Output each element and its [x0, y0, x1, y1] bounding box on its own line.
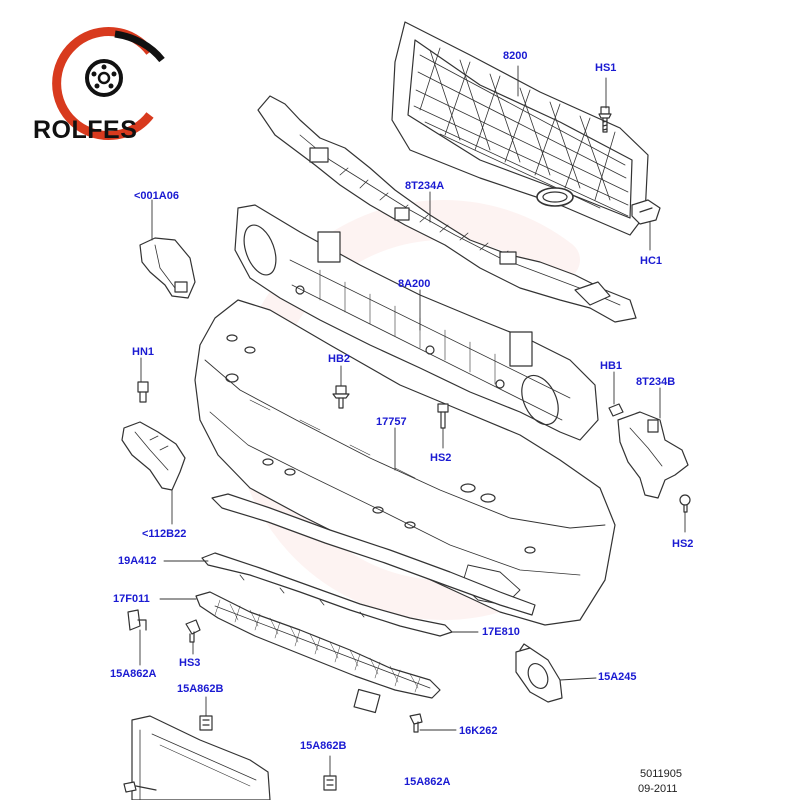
clip-15a862a-left-part[interactable] [127, 609, 147, 631]
label-8t234a[interactable]: 8T234A [405, 180, 445, 192]
lower-grille-17f011-part[interactable] [195, 591, 441, 714]
hs2-right-screw[interactable] [679, 494, 691, 513]
diagram-date: 09-2011 [638, 783, 678, 795]
label-17e810[interactable]: 17E810 [482, 626, 520, 638]
label-15a245[interactable]: 15A245 [598, 671, 637, 683]
label-hs2-center[interactable]: HS2 [430, 452, 452, 464]
label-15a862b-lower[interactable]: 15A862B [300, 740, 347, 752]
license-plate-bracket-part[interactable] [131, 715, 271, 800]
label-17757[interactable]: 17757 [376, 416, 407, 428]
label-17f011[interactable]: 17F011 [113, 593, 150, 605]
label-hs1[interactable]: HS1 [595, 62, 617, 74]
hs3-screw[interactable] [185, 619, 201, 643]
label-16k262[interactable]: 16K262 [459, 725, 498, 737]
label-8t234b[interactable]: 8T234B [636, 376, 676, 388]
label-hn1[interactable]: HN1 [132, 346, 155, 358]
clip-16k262-part[interactable] [409, 713, 423, 733]
label-8200[interactable]: 8200 [503, 50, 528, 62]
hs1-screw[interactable] [598, 106, 612, 133]
front-grille-part[interactable] [391, 21, 649, 236]
clip-15a862b-lower-part[interactable] [323, 775, 337, 791]
label-15a862b-upper[interactable]: 15A862B [177, 683, 224, 695]
left-bracket-112b22-part[interactable] [121, 421, 186, 491]
label-hc1[interactable]: HC1 [640, 255, 663, 267]
bumper-beam-8a200-part[interactable] [234, 204, 599, 441]
label-hs2-right[interactable]: HS2 [672, 538, 694, 550]
hn1-nut[interactable] [137, 381, 149, 403]
bumper-cover-17757-part[interactable] [194, 299, 616, 626]
label-hb1[interactable]: HB1 [600, 360, 623, 372]
label-hb2[interactable]: HB2 [328, 353, 351, 365]
diagram-code: 5011905 [640, 768, 683, 780]
label-001a06[interactable]: <001A06 [134, 190, 179, 202]
clip-15a862b-upper-part[interactable] [199, 715, 213, 731]
label-8a200[interactable]: 8A200 [398, 278, 431, 290]
brand-name: ROLFES [33, 116, 138, 144]
fog-lamp-bezel-15a245-part[interactable] [515, 643, 563, 703]
upper-bracket-8t234a-part[interactable] [257, 95, 637, 323]
brand-logo [52, 27, 165, 140]
label-hs3[interactable]: HS3 [179, 657, 201, 669]
label-19a412[interactable]: 19A412 [118, 555, 157, 567]
label-112b22[interactable]: <112B22 [142, 528, 187, 540]
label-15a862a-left[interactable]: 15A862A [110, 668, 157, 680]
right-bracket-8t234b-part[interactable] [617, 411, 689, 499]
hc1-clip[interactable] [631, 199, 661, 225]
plate-screw[interactable] [123, 781, 157, 793]
left-bracket-001a06-part[interactable] [139, 237, 196, 299]
hb1-bolt[interactable] [608, 403, 624, 417]
label-15a862a-bottom[interactable]: 15A862A [404, 776, 451, 788]
hb2-bolt[interactable] [332, 385, 350, 409]
strip-19a412-part[interactable] [211, 493, 536, 616]
leader-lines [139, 65, 686, 777]
